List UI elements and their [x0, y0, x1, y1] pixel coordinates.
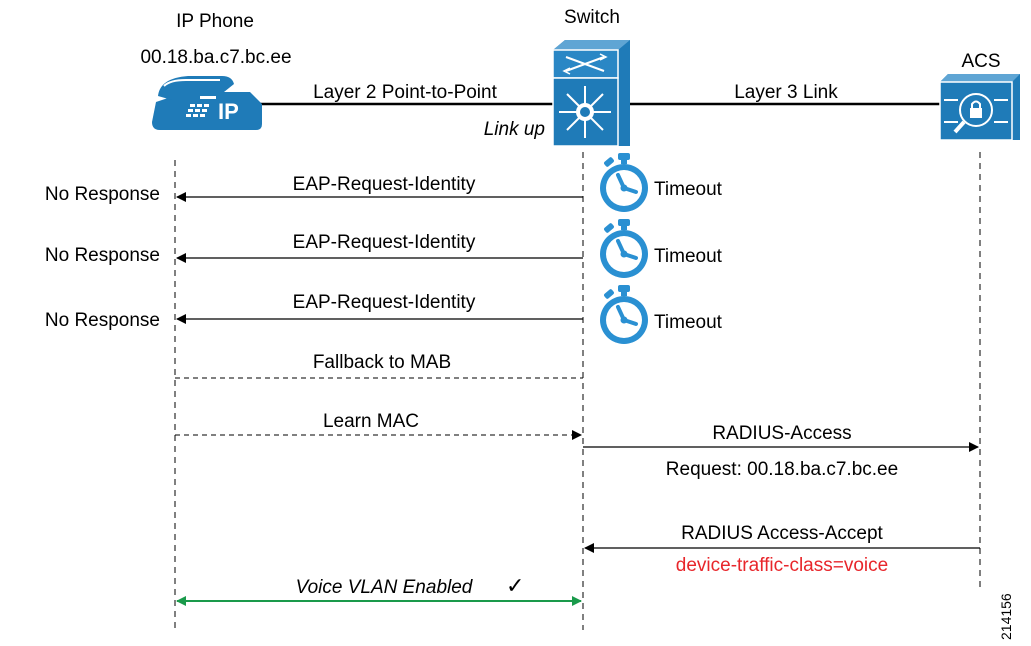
eap-request-label: EAP-Request-Identity	[293, 174, 476, 195]
check-mark: ✓	[506, 574, 524, 599]
phone-badge: IP	[218, 99, 239, 124]
acs-name: ACS	[961, 51, 1000, 72]
voice-vlan-label: Voice VLAN Enabled	[296, 577, 474, 598]
no-response-label: No Response	[45, 310, 160, 331]
traffic-class-label: device-traffic-class=voice	[676, 555, 888, 576]
timeout-stopwatch-icon	[598, 217, 650, 280]
link-label-layer3: Layer 3 Link	[734, 82, 838, 103]
acs-server-icon	[939, 74, 1020, 141]
timeout-stopwatch-icon	[598, 283, 650, 346]
link-status: Link up	[484, 119, 545, 140]
timeout-label: Timeout	[654, 179, 723, 200]
figure-id: 214156	[998, 593, 1014, 640]
link-label-layer2: Layer 2 Point-to-Point	[313, 82, 497, 103]
fallback-label: Fallback to MAB	[313, 352, 451, 373]
switch-icon	[552, 40, 630, 147]
timeout-label: Timeout	[654, 246, 723, 267]
radius-request-mac: Request: 00.18.ba.c7.bc.ee	[666, 459, 898, 480]
switch-name: Switch	[564, 7, 620, 28]
radius-access-label: RADIUS-Access	[712, 423, 851, 444]
learn-mac-label: Learn MAC	[323, 411, 419, 432]
radius-accept-label: RADIUS Access-Accept	[681, 523, 883, 544]
phone-mac: 00.18.ba.c7.bc.ee	[140, 47, 291, 68]
timeout-label: Timeout	[654, 312, 723, 333]
no-response-label: No Response	[45, 184, 160, 205]
ip-phone-icon: IP	[152, 76, 262, 130]
no-response-label: No Response	[45, 245, 160, 266]
phone-name: IP Phone	[176, 11, 254, 32]
eap-request-label: EAP-Request-Identity	[293, 232, 476, 253]
timeout-stopwatch-icon	[598, 151, 650, 214]
eap-request-label: EAP-Request-Identity	[293, 292, 476, 313]
